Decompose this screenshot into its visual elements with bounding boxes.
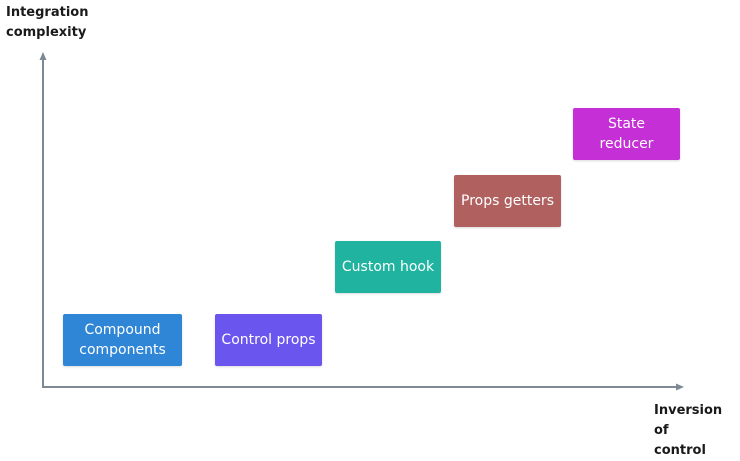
state-reducer-box: State reducer: [573, 108, 680, 160]
axes: [39, 52, 684, 391]
y-axis-label: Integration complexity: [6, 5, 89, 40]
custom-hook-box: Custom hook: [335, 241, 441, 293]
x-axis-arrowhead: [676, 383, 684, 391]
props-getters-box: Props getters: [454, 175, 561, 227]
compound-components-box: Compound components: [63, 314, 182, 366]
custom-hook-label: Custom hook: [341, 259, 435, 275]
control-props-label: Control props: [221, 332, 316, 348]
state-reducer-label: State reducer: [599, 116, 654, 152]
compound-components-label: Compound components: [79, 322, 166, 358]
props-getters-label: Props getters: [461, 193, 554, 209]
control-props-box: Control props: [215, 314, 322, 366]
y-axis-arrowhead: [39, 52, 47, 60]
